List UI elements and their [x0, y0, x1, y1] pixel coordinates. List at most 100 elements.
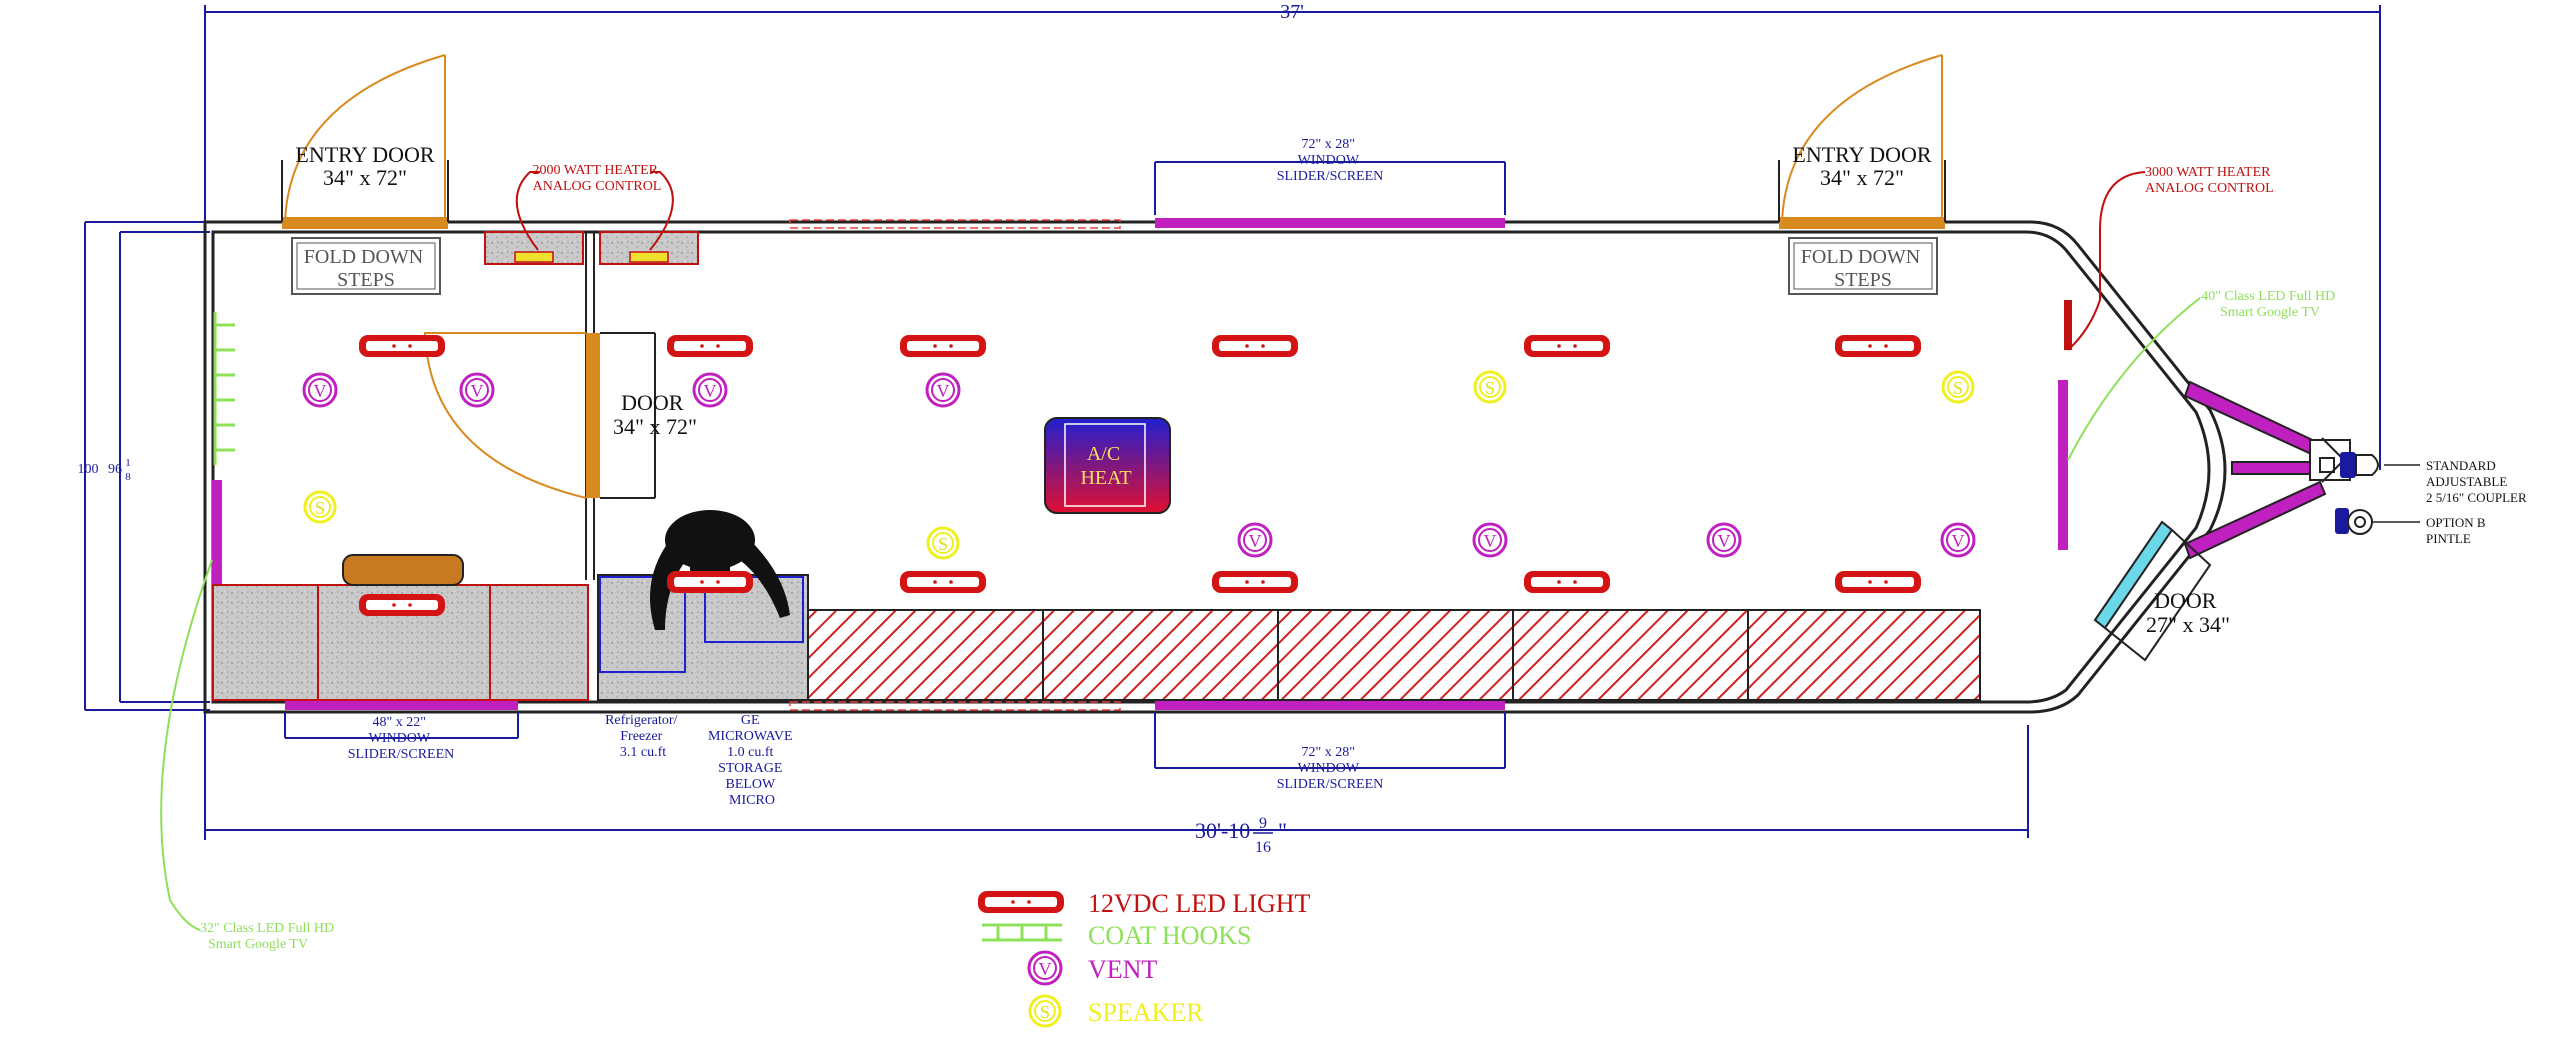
legend: 12VDC LED LIGHT COAT HOOKS V VENT S SPEA… — [978, 889, 1311, 1028]
vent-icon: V — [1237, 522, 1273, 558]
window-small — [284, 700, 519, 739]
speaker-icon: S — [926, 526, 960, 560]
window-small-label: 48" x 22" WINDOW SLIDER/SCREEN — [348, 715, 455, 762]
vent-icon: V — [1472, 522, 1508, 558]
width-dimension — [84, 221, 210, 711]
fold-down-steps-right-label: FOLD DOWN STEPS — [1801, 246, 1925, 291]
vent-icon: V — [1940, 522, 1976, 558]
legend-coat-hooks-icon — [982, 923, 1062, 942]
microwave-label: GE MICROWAVE 1.0 cu.ft STORAGE BELOW MIC… — [708, 713, 796, 808]
refrigerator — [599, 576, 686, 673]
heater-2000w — [484, 171, 699, 265]
window-top-label: 72" x 28" WINDOW SLIDER/SCREEN — [1277, 137, 1384, 184]
width-inner-label: 96 — [108, 462, 122, 477]
overall-length-label: 37' — [1280, 1, 1304, 23]
box-length-suffix: " — [1278, 818, 1287, 843]
legend-light-label: 12VDC LED LIGHT — [1088, 889, 1311, 918]
rear-tv-leader — [160, 559, 213, 931]
led-light — [1212, 335, 1298, 357]
vents: V V V V V V V V — [302, 372, 1976, 558]
speaker-icon: S — [1941, 370, 1975, 404]
led-light — [359, 594, 445, 616]
window-bottom-left-outline — [789, 701, 1121, 711]
front-tv-label: 40" Class LED Full HD Smart Google TV — [2201, 289, 2339, 320]
rear-tv — [212, 480, 222, 652]
vent-icon: V — [692, 372, 728, 408]
heater-2000w-label: 2000 WATT HEATER ANALOG CONTROL — [533, 163, 662, 194]
svg-text:S: S — [938, 534, 948, 554]
interior-door-label: DOOR 34" x 72" — [613, 390, 697, 439]
led-light — [900, 571, 986, 593]
width-inner-frac-den: 8 — [125, 471, 131, 483]
svg-text:S: S — [1953, 378, 1963, 398]
vent-icon: V — [459, 372, 495, 408]
svg-text:S: S — [1485, 378, 1495, 398]
legend-vent-icon: V — [1027, 950, 1063, 986]
heater-3000w-leader — [2064, 171, 2146, 351]
legend-light-icon — [978, 891, 1064, 913]
svg-text:S: S — [315, 498, 325, 518]
entry-door-left — [281, 54, 449, 229]
legend-speaker-label: SPEAKER — [1088, 998, 1204, 1027]
entry-door-right-title: ENTRY DOOR — [1792, 142, 1931, 167]
box-length-dimension — [205, 725, 2029, 838]
svg-text:V: V — [1484, 531, 1497, 551]
front-door — [2093, 520, 2212, 662]
cabinet-row — [807, 609, 1981, 701]
svg-text:V: V — [937, 381, 950, 401]
led-light — [1835, 571, 1921, 593]
microwave — [704, 576, 804, 643]
window-top — [1154, 161, 1506, 228]
legend-speaker-icon: S — [1028, 994, 1062, 1028]
svg-text:V: V — [1718, 531, 1731, 551]
svg-text:V: V — [314, 381, 327, 401]
entry-door-left-size: 34" x 72" — [323, 165, 407, 190]
speakers: S S S S — [303, 370, 1975, 560]
table — [342, 554, 464, 586]
box-length-frac-den: 16 — [1255, 839, 1271, 856]
fold-down-steps-left — [291, 237, 441, 295]
heater-3000w-label: 3000 WATT HEATER ANALOG CONTROL — [2145, 165, 2274, 196]
coat-hooks-rear — [213, 312, 235, 465]
vent-icon: V — [1706, 522, 1742, 558]
svg-text:V: V — [471, 381, 484, 401]
entry-door-right — [1778, 54, 1946, 229]
led-light — [1524, 335, 1610, 357]
led-light — [1835, 335, 1921, 357]
front-tv — [2058, 380, 2068, 550]
led-light — [667, 335, 753, 357]
coupler-label: STANDARD ADJUSTABLE 2 5/16" COUPLER — [2426, 458, 2527, 505]
svg-text:V: V — [704, 381, 717, 401]
window-bottom-label: 72" x 28" WINDOW SLIDER/SCREEN — [1277, 745, 1384, 792]
fold-down-steps-right — [1788, 237, 1938, 295]
overall-length-dimension — [204, 5, 2381, 840]
front-door-label: DOOR 27" x 34" — [2146, 588, 2230, 637]
legend-vent-label: VENT — [1088, 955, 1157, 984]
svg-text:S: S — [1040, 1002, 1050, 1022]
window-bottom — [1154, 700, 1506, 769]
ac-heat-unit — [1044, 417, 1171, 514]
rear-tv-label: 32" Class LED Full HD Smart Google TV — [200, 921, 338, 952]
led-light — [900, 335, 986, 357]
led-light — [667, 571, 753, 593]
speaker-icon: S — [303, 490, 337, 524]
ac-heat-label: A/C HEAT — [1080, 443, 1131, 489]
led-light — [1524, 571, 1610, 593]
vent-icon: V — [925, 372, 961, 408]
entry-door-left-title: ENTRY DOOR — [295, 142, 434, 167]
refrigerator-label: Refrigerator/ Freezer 3.1 cu.ft — [605, 713, 681, 760]
vent-icon: V — [302, 372, 338, 408]
window-top-left-outline — [789, 219, 1121, 229]
fold-down-steps-left-label: FOLD DOWN STEPS — [304, 246, 428, 291]
box-length-frac-num: 9 — [1259, 815, 1267, 832]
led-light — [1212, 571, 1298, 593]
trailer-outline — [203, 220, 2227, 714]
person-silhouette — [650, 510, 790, 630]
pintle-icon — [2335, 508, 2420, 535]
svg-text:V: V — [1039, 959, 1052, 979]
width-inner-frac-num: 1 — [125, 457, 131, 469]
led-light — [359, 335, 445, 357]
entry-door-right-size: 34" x 72" — [1820, 165, 1904, 190]
legend-coat-hooks-label: COAT HOOKS — [1088, 921, 1252, 950]
